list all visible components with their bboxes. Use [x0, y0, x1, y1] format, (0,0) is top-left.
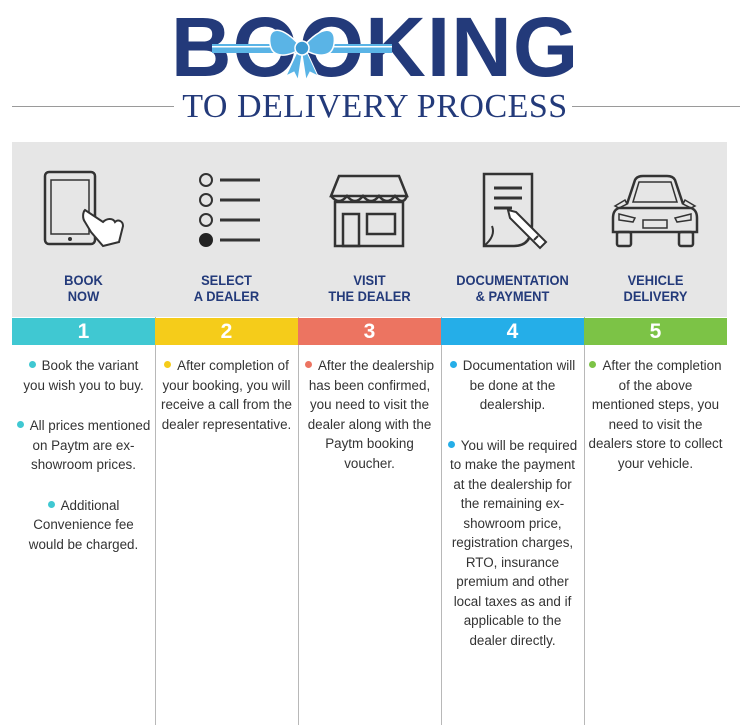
divider-line: [12, 106, 174, 107]
step-1: BOOK NOW 1 Book the variant you wish you…: [12, 142, 155, 725]
step-description: Documentation will be done at the dealer…: [445, 356, 580, 671]
step-label: BOOK NOW: [64, 272, 103, 304]
step-header: VEHICLE DELIVERY: [584, 142, 727, 317]
bullet-icon: [47, 500, 55, 508]
step-number: 1: [12, 318, 155, 345]
step-number: 2: [155, 318, 298, 345]
step-header: DOCUMENTATION & PAYMENT: [441, 142, 584, 317]
bullet-icon: [16, 421, 24, 428]
step-header: SELECT A DEALER: [155, 142, 298, 317]
step-number: 5: [584, 318, 727, 345]
bullet-icon: [164, 361, 172, 368]
column-divider: [441, 142, 442, 725]
bullet-icon: [447, 440, 455, 448]
document-pen-icon: [482, 172, 548, 250]
step-paragraph: Documentation will be done at the dealer…: [445, 356, 580, 415]
step-label: VISIT THE DEALER: [328, 272, 411, 304]
checklist-icon: [199, 173, 260, 247]
step-3: VISIT THE DEALER 3 After the dealership …: [298, 142, 441, 725]
step-number: 4: [441, 318, 584, 345]
step-description: After the completion of the above mentio…: [588, 356, 723, 494]
step-paragraph: All prices mentioned on Paytm are ex-sho…: [16, 416, 151, 475]
step-label: SELECT A DEALER: [193, 272, 260, 304]
step-paragraph: After the completion of the above mentio…: [588, 358, 723, 471]
step-paragraph: You will be required to make the payment…: [445, 436, 580, 651]
tablet-touch-icon: [43, 170, 125, 248]
bullet-icon: [304, 361, 312, 368]
step-label: DOCUMENTATION & PAYMENT: [456, 272, 569, 304]
process-steps: BOOK NOW 1 Book the variant you wish you…: [12, 142, 727, 725]
car-front-icon: [611, 174, 699, 248]
step-description: Book the variant you wish you to buy. Al…: [16, 356, 151, 575]
subtitle-row: TO DELIVERY PROCESS: [0, 88, 750, 125]
header: BOOKING TO DELIVERY PROCESS: [0, 0, 750, 142]
step-5: VEHICLE DELIVERY 5 After the completion …: [584, 142, 727, 725]
step-header: BOOK NOW: [12, 142, 155, 317]
ribbon-bow-icon: [212, 29, 392, 82]
step-paragraph: Book the variant you wish you to buy.: [23, 358, 144, 393]
step-paragraph: Additional Convenience fee would be char…: [28, 497, 139, 552]
page-subtitle: TO DELIVERY PROCESS: [182, 88, 568, 125]
step-label: VEHICLE DELIVERY: [623, 272, 688, 304]
step-description: After the dealership has been confirmed,…: [302, 356, 437, 494]
step-2: SELECT A DEALER 2 After completion of yo…: [155, 142, 298, 725]
bullet-icon: [449, 361, 457, 368]
divider-line: [572, 106, 740, 107]
bullet-icon: [589, 361, 597, 368]
step-header: VISIT THE DEALER: [298, 142, 441, 317]
step-description: After completion of your booking, you wi…: [159, 356, 294, 455]
step-number: 3: [298, 318, 441, 345]
column-divider: [584, 142, 585, 725]
step-paragraph: After the dealership has been confirmed,…: [302, 356, 437, 473]
column-divider: [155, 142, 156, 725]
step-4: DOCUMENTATION & PAYMENT 4 Documentation …: [441, 142, 584, 725]
bullet-icon: [28, 361, 36, 368]
column-divider: [298, 142, 299, 725]
step-paragraph: After completion of your booking, you wi…: [161, 358, 292, 432]
storefront-icon: [329, 174, 409, 248]
